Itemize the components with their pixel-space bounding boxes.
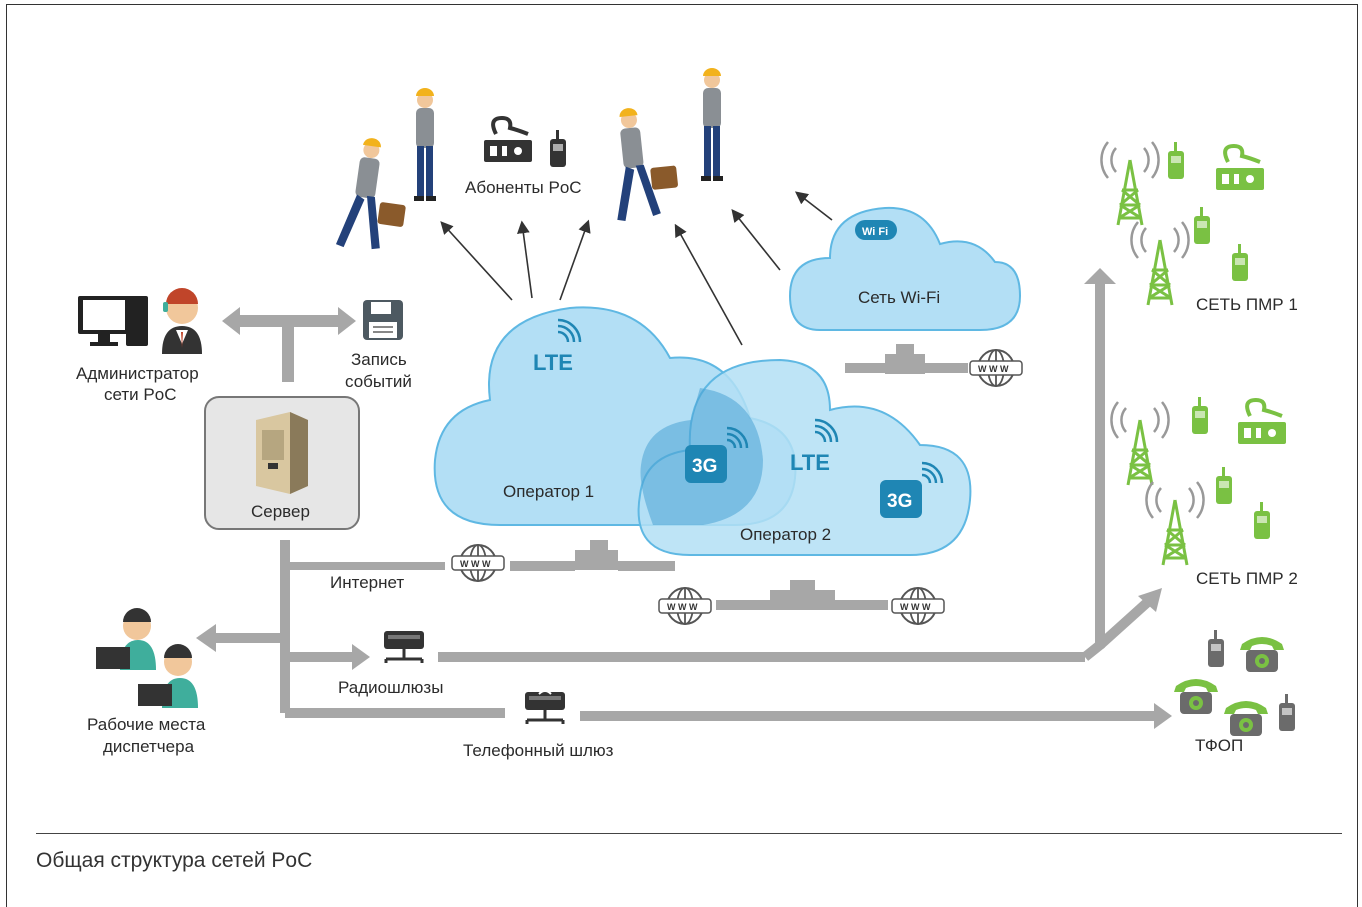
walkie-talkie-icon <box>1168 142 1184 179</box>
headset-operator-icon <box>162 288 202 354</box>
operator1-label: Оператор 1 <box>503 482 594 501</box>
pmr1-group <box>1099 140 1266 307</box>
internet-label: Интернет <box>330 573 404 592</box>
globe-icon-internet: W W W <box>451 544 505 582</box>
caption-divider <box>36 833 1342 834</box>
radio-tower-icon <box>1129 220 1191 307</box>
admin-label-line2: сети PoC <box>104 385 176 404</box>
svg-text:3G: 3G <box>692 456 717 477</box>
floppy-disk-icon <box>363 300 403 340</box>
dispatch-label-line2: диспетчера <box>103 737 195 756</box>
telephone-icon <box>1224 701 1268 736</box>
svg-text:LTE: LTE <box>790 450 830 475</box>
connector-lines <box>196 268 1172 729</box>
admin-label-line1: Администратор <box>76 364 199 383</box>
globe-icon-op2-left: W W W <box>658 587 712 625</box>
operator2-label: Оператор 2 <box>740 525 831 544</box>
svg-text:W W W: W W W <box>978 364 1009 374</box>
wifi-cloud <box>788 206 1022 331</box>
figure-caption: Общая структура сетей PoC <box>36 849 313 872</box>
radio-tower-icon <box>1144 480 1206 567</box>
globe-icon-op2-right: W W W <box>891 587 945 625</box>
network-switch-icon-phone <box>523 690 567 726</box>
wifi-badge: Wi Fi <box>855 220 897 240</box>
svg-text:W W W: W W W <box>900 602 931 612</box>
globe-icon-wifi: W W W <box>969 349 1023 387</box>
walkie-talkie-icon <box>1208 630 1224 667</box>
car-radio-icon <box>1236 398 1288 446</box>
headset-operator-icon-dispatch <box>96 608 198 708</box>
worker-icon-2 <box>414 88 436 201</box>
worker-icon-3 <box>605 103 682 222</box>
radio-tower-icon <box>1109 400 1171 487</box>
subscriber-arrows <box>440 191 833 346</box>
figure-frame <box>6 4 1358 907</box>
network-diagram: LTE LTE 3G 3G Wi Fi Оператор 1 Оператор … <box>76 68 1298 760</box>
wifi-network-label: Сеть Wi-Fi <box>858 288 940 307</box>
server-label: Сервер <box>251 502 310 521</box>
telephone-icon <box>1240 637 1284 672</box>
server-rack-icon <box>256 412 308 494</box>
pmr1-label: СЕТЬ ПМР 1 <box>1196 295 1298 314</box>
3g-badge-op1: 3G <box>685 426 749 483</box>
walkie-talkie-icon <box>1232 244 1248 281</box>
walkie-talkie-icon <box>1279 694 1295 731</box>
subscribers-label: Абоненты PoC <box>465 178 582 197</box>
walkie-talkie-icon <box>1254 502 1270 539</box>
pmr2-group <box>1109 397 1288 567</box>
network-switch-icon-radio <box>382 629 426 665</box>
telephone-icon <box>1174 679 1218 714</box>
radio-gateways-label: Радиошлюзы <box>338 678 443 697</box>
car-radio-icon <box>1214 144 1266 192</box>
computer-icon <box>78 296 148 346</box>
walkie-talkie-icon <box>1216 467 1232 504</box>
3g-badge-op2: 3G <box>880 461 944 518</box>
svg-text:LTE: LTE <box>533 350 573 375</box>
lte-badge-op1: LTE <box>533 318 582 375</box>
log-label-line1: Запись <box>351 350 407 369</box>
walkie-talkie-icon <box>1194 207 1210 244</box>
walkie-talkie-icon <box>550 130 566 167</box>
worker-icon-4 <box>701 68 723 181</box>
pstn-label: ТФОП <box>1195 736 1243 755</box>
pmr2-label: СЕТЬ ПМР 2 <box>1196 569 1298 588</box>
svg-text:W W W: W W W <box>667 602 698 612</box>
car-radio-icon <box>482 116 534 164</box>
lte-badge-op2: LTE <box>790 418 839 475</box>
radio-tower-icon <box>1099 140 1161 227</box>
worker-icon-1 <box>335 135 415 255</box>
phone-gateway-label: Телефонный шлюз <box>463 741 614 760</box>
walkie-talkie-icon <box>1192 397 1208 434</box>
svg-text:W W W: W W W <box>460 559 491 569</box>
pstn-group <box>1174 630 1295 736</box>
log-label-line2: событий <box>345 372 412 391</box>
dispatch-label-line1: Рабочие места <box>87 715 206 734</box>
svg-text:Wi Fi: Wi Fi <box>862 226 888 238</box>
svg-text:3G: 3G <box>887 491 912 512</box>
